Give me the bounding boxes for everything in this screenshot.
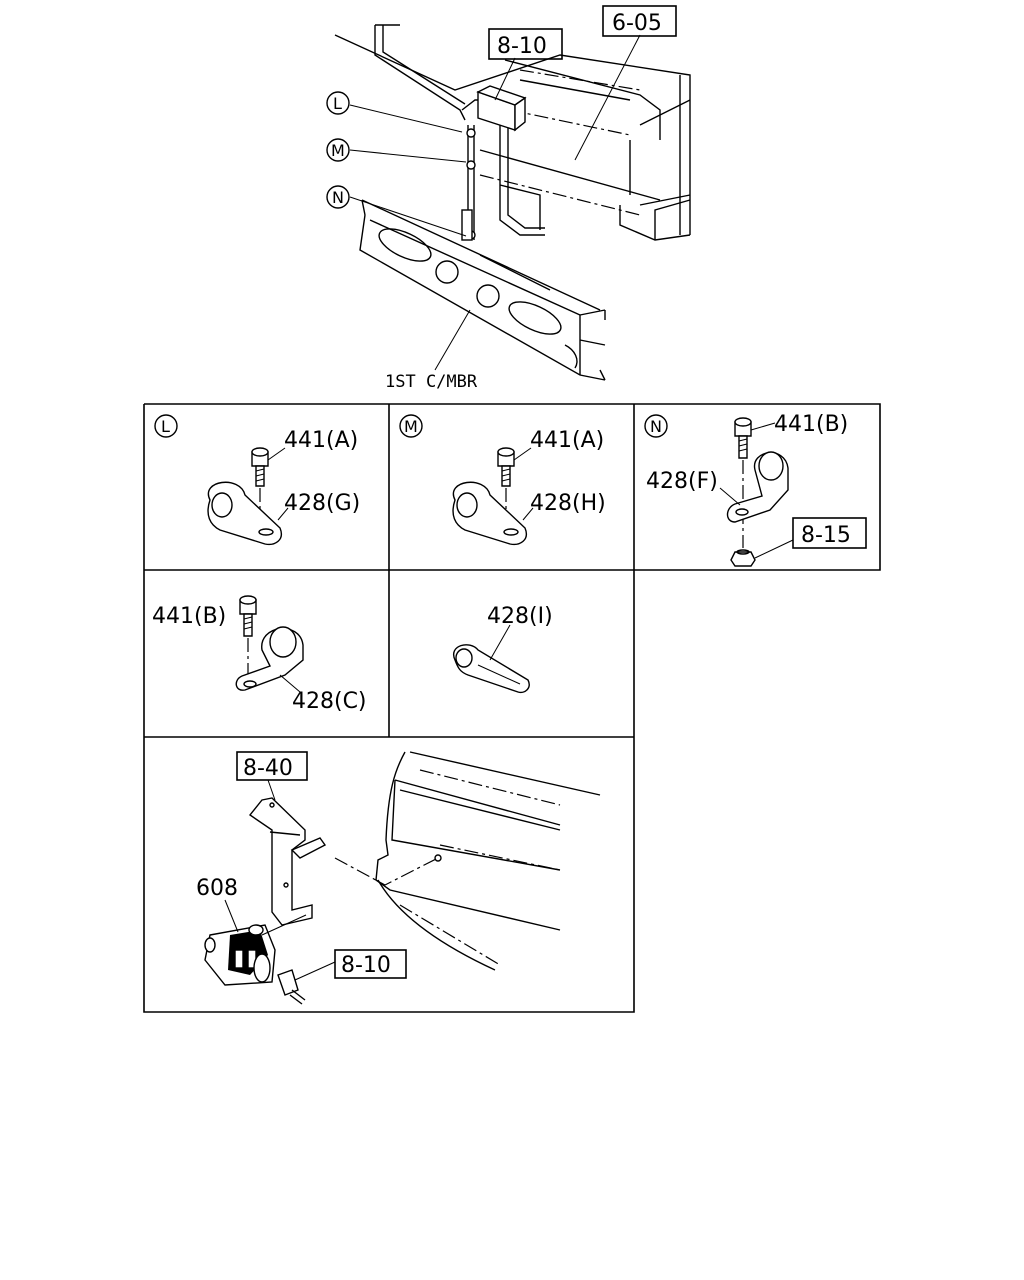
detail-panel-C: 441(B) 428(C)	[152, 595, 367, 714]
panel-M-bolt-label: 441(A)	[530, 428, 604, 453]
bolt-441B-icon	[239, 595, 257, 680]
panel-sensor-connector-ref: 8-10	[341, 953, 391, 978]
clip-428I-icon	[452, 644, 530, 694]
callout-8-10-top: 8-10	[497, 34, 547, 59]
clip-428G-icon	[207, 481, 282, 546]
bolt-441B-icon	[734, 417, 752, 548]
detail-panel-I: 428(I)	[452, 604, 553, 694]
nut-icon	[730, 549, 756, 567]
bracket-icon	[248, 797, 327, 926]
detail-panel-M: M 441(A) 428(H)	[399, 414, 606, 546]
panel-L-bolt-label: 441(A)	[284, 428, 358, 453]
panel-N-nut-ref: 8-15	[801, 523, 851, 548]
sensor-608-icon	[204, 924, 276, 986]
panel-C-bolt-label: 441(B)	[152, 604, 226, 629]
circle-label-N: N	[332, 188, 344, 207]
callout-6-05: 6-05	[612, 11, 662, 36]
detail-grid	[143, 403, 881, 1013]
clip-428C-icon	[235, 626, 304, 691]
detail-panel-N: N 441(B) 428(F) 8-15	[644, 412, 867, 567]
panel-N-bolt-label: 441(B)	[774, 412, 848, 437]
panel-M-letter: M	[404, 417, 418, 436]
crossmember-label: 1ST C/MBR	[385, 372, 478, 392]
circle-label-L: L	[333, 94, 342, 113]
detail-panel-sensor: 8-40 608 8-10	[196, 751, 601, 1005]
circle-label-M: M	[331, 141, 345, 160]
panel-M-clip-label: 428(H)	[530, 491, 606, 516]
panel-I-clip-label: 428(I)	[487, 604, 553, 629]
panel-sensor-part-label: 608	[196, 876, 238, 901]
clip-428H-icon	[452, 481, 527, 546]
bolt-441A-icon	[251, 447, 269, 520]
top-assembly-view: 6-05 8-10 L M N 1ST C/MBR	[326, 5, 691, 392]
panel-L-letter: L	[161, 417, 170, 436]
panel-N-letter: N	[650, 417, 662, 436]
detail-panel-L: L 441(A) 428(G)	[154, 414, 360, 546]
connector-icon	[277, 969, 306, 1005]
panel-C-clip-label: 428(C)	[292, 689, 367, 714]
clip-428F-icon	[726, 451, 789, 523]
panel-sensor-bracket-ref: 8-40	[243, 756, 293, 781]
panel-L-clip-label: 428(G)	[284, 491, 360, 516]
panel-N-clip-label: 428(F)	[646, 469, 718, 494]
